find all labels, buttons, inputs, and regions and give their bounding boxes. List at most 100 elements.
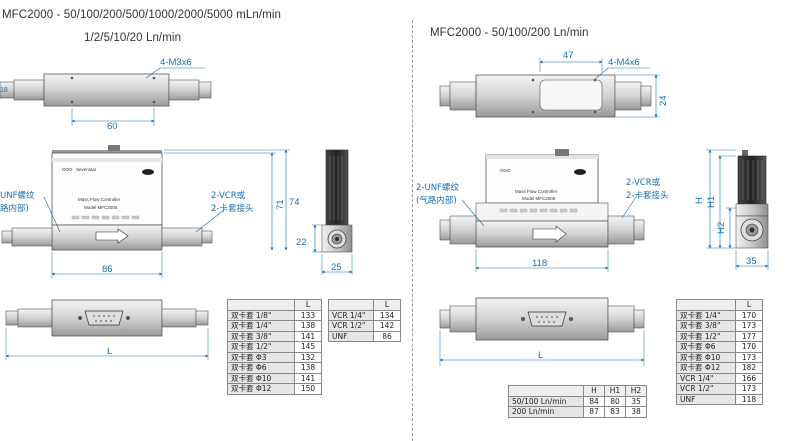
table-cell: 双卡套 Φ6 — [676, 341, 736, 353]
table-cell: 173 — [735, 383, 763, 395]
table-cell: 138 — [294, 320, 322, 332]
table-row: VCR 1/2"142 — [328, 320, 401, 332]
table-row: 双卡套 1/2"145 — [227, 341, 322, 353]
left-dim-L: L — [107, 346, 112, 357]
left-vcr-label-2: 2-卡套接头 — [211, 203, 254, 214]
table-row: VCR 1/2"173 — [676, 383, 763, 395]
left-table-ferrule: L 双卡套 1/8"133 双卡套 1/4"138 双卡套 3/8"141 双卡… — [227, 299, 322, 395]
table-row: VCR 1/4"134 — [328, 309, 401, 321]
table-cell: UNF — [328, 330, 374, 342]
right-title: MFC2000 - 50/100/200 Ln/min — [430, 27, 589, 39]
table-row: 双卡套 3/8"141 — [227, 330, 322, 342]
left-vcr-label-1: 2-VCR或 — [211, 190, 246, 201]
page-divider — [412, 20, 413, 441]
table-header-cell: L — [735, 299, 763, 311]
table-cell: 182 — [735, 362, 763, 374]
right-unf-label-1: 2-UNF螺纹 — [416, 182, 459, 193]
right-dim-H1: H1 — [706, 196, 717, 208]
table-cell: 87 — [583, 406, 605, 418]
table-cell: 双卡套 1/4" — [227, 320, 295, 332]
table-cell: 134 — [373, 309, 401, 321]
table-header-cell: H1 — [604, 385, 626, 397]
table-cell: 双卡套 Φ6 — [227, 362, 295, 374]
table-header-cell — [328, 299, 374, 311]
table-cell: VCR 1/4" — [328, 309, 374, 321]
svg-text:OOO: OOO — [500, 168, 511, 173]
table-cell: 80 — [604, 395, 626, 407]
left-title-line2: 1/2/5/10/20 Ln/min — [84, 32, 182, 44]
table-header-cell — [508, 385, 584, 397]
table-cell: 141 — [294, 330, 322, 342]
table-row: 50/100 Ln/min 84 80 35 — [508, 395, 647, 407]
right-dim-L: L — [538, 350, 543, 361]
left-unf-label-2: 路内部) — [0, 203, 29, 214]
left-dim-60: 60 — [107, 121, 118, 132]
table-row: 双卡套 1/8"133 — [227, 309, 322, 321]
table-cell: 双卡套 3/8" — [676, 320, 736, 332]
table-row: 双卡套 1/2"177 — [676, 330, 763, 342]
table-header-cell: L — [373, 299, 401, 311]
right-dim-35: 35 — [746, 256, 757, 267]
right-dim-24: 24 — [658, 95, 669, 106]
table-header-cell — [227, 299, 295, 311]
right-unf-label-2: (气路内部) — [416, 195, 457, 206]
left-device-name: Mass Flow Controller — [78, 197, 121, 202]
left-device-model: Model MFC2000 — [84, 205, 118, 210]
left-dim-71: 71 — [275, 199, 286, 210]
table-cell: 双卡套 Φ12 — [227, 383, 295, 395]
table-header-row: L — [227, 299, 322, 311]
right-dim-H2: H2 — [716, 222, 727, 234]
left-m3-label: 4-M3x6 — [160, 57, 192, 68]
table-cell: 145 — [294, 341, 322, 353]
table-cell: 118 — [735, 393, 763, 405]
left-bottom-view — [5, 299, 209, 360]
table-cell: 200 Ln/min — [508, 406, 584, 418]
table-cell: VCR 1/2" — [328, 320, 374, 332]
table-cell: 双卡套 Φ10 — [227, 372, 295, 384]
table-cell: 170 — [735, 309, 763, 321]
table-cell: 138 — [294, 362, 322, 374]
table-cell: 38 — [625, 406, 647, 418]
right-side-view — [706, 149, 769, 270]
right-dim-47: 47 — [563, 50, 574, 61]
right-top-view — [439, 58, 660, 118]
table-cell: 双卡套 Φ3 — [227, 351, 295, 363]
left-title-line1: MFC2000 - 50/100/200/500/1000/2000/5000 … — [2, 9, 281, 21]
table-header-cell — [676, 299, 736, 311]
table-cell: 双卡套 3/8" — [227, 330, 295, 342]
table-cell: 双卡套 1/2" — [676, 330, 736, 342]
table-cell: 177 — [735, 330, 763, 342]
right-bottom-view — [439, 297, 645, 366]
table-cell: 173 — [735, 351, 763, 363]
left-dim-74: 74 — [289, 197, 300, 208]
table-cell: UNF — [676, 393, 736, 405]
table-row: VCR 1/4"166 — [676, 372, 763, 384]
table-header-cell: H — [583, 385, 605, 397]
table-cell: 双卡套 Φ10 — [676, 351, 736, 363]
table-cell: 双卡套 1/8" — [227, 309, 295, 321]
svg-text:OOO: OOO — [62, 167, 73, 172]
left-dim-22: 22 — [296, 237, 307, 248]
table-row: 200 Ln/min 87 83 38 — [508, 406, 647, 418]
table-cell: 141 — [294, 372, 322, 384]
table-cell: 双卡套 1/4" — [676, 309, 736, 321]
left-dim-25: 25 — [331, 262, 342, 273]
right-m4-label: 4-M4x6 — [608, 57, 640, 68]
table-cell: 84 — [583, 395, 605, 407]
table-cell: 142 — [373, 320, 401, 332]
table-cell: 双卡套 1/2" — [227, 341, 295, 353]
table-cell: 双卡套 Φ12 — [676, 362, 736, 374]
table-cell: 35 — [625, 395, 647, 407]
table-header-row: L — [676, 299, 763, 311]
right-device-name: Mass Flow Controller — [515, 189, 558, 194]
right-vcr-label-1: 2-VCR或 — [626, 177, 661, 188]
